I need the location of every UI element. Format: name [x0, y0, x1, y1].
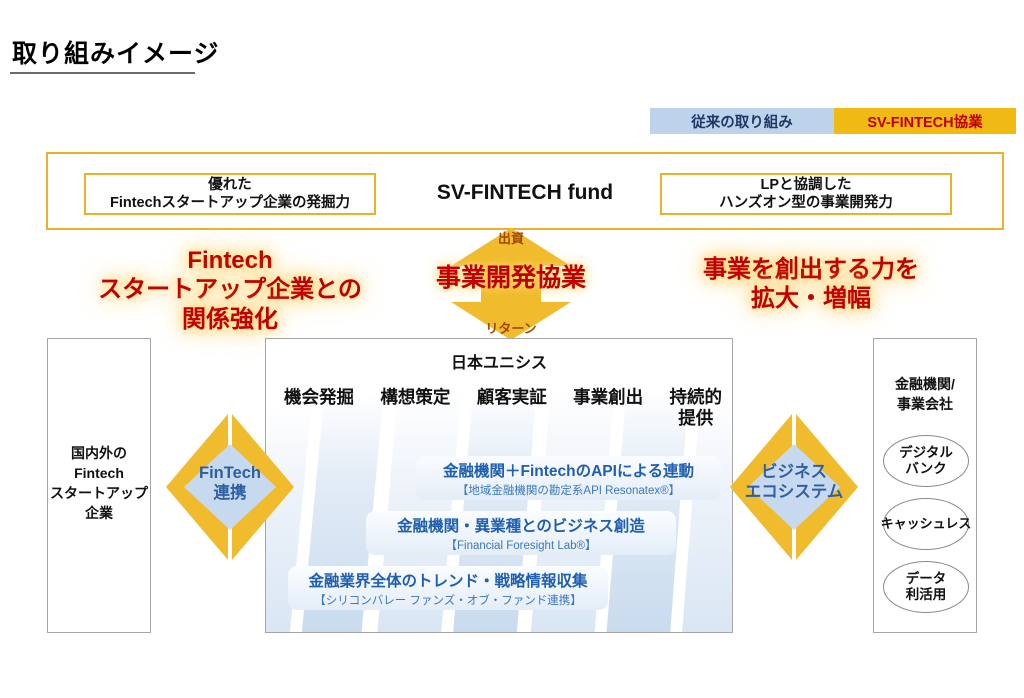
fund-strength-box-right: LPと協調した ハンズオン型の事業開発力	[660, 173, 952, 215]
stage-label-1: 構想策定	[380, 387, 450, 408]
h-right-line1: ビジネス	[761, 463, 827, 481]
headline-right: 事業を創出する力を 拡大・増幅	[666, 255, 956, 314]
oval-0-line1: デジタル	[899, 444, 953, 460]
oval-2-line2: 利活用	[905, 587, 947, 602]
stage-row: 機会発掘 構想策定 顧客実証 事業創出 持続的 提供	[284, 387, 722, 430]
legend: 従来の取り組み SV-FINTECH協業	[650, 108, 1016, 134]
title-underline	[10, 72, 195, 74]
horizontal-double-arrow-right-icon	[728, 398, 860, 576]
panel-right-label: 金融機関/ 事業会社	[874, 375, 976, 414]
headline-left-line2: スタートアップ企業との	[98, 276, 362, 304]
business-development-collab-text: 事業開発協業	[435, 264, 586, 292]
legend-conventional: 従来の取り組み	[650, 108, 834, 134]
stage-3-line1: 事業創出	[573, 387, 644, 407]
band-1-title: 金融機関・異業種とのビジネス創造	[397, 517, 645, 535]
h-right-line2: エコシステム	[744, 483, 844, 502]
fund-right-line2: ハンズオン型の事業開発力	[719, 195, 893, 211]
panel-left-line3: スタートアップ	[50, 484, 148, 501]
oval-0-line2: バンク	[905, 461, 947, 476]
headline-left-line1: Fintech	[187, 247, 273, 274]
fund-right-line1: LPと協調した	[760, 176, 852, 193]
band-0-title: 金融機関＋FintechのAPIによる連動	[443, 462, 694, 480]
fund-left-line1: 優れた	[208, 176, 252, 193]
arrow-label-investment: 出資	[497, 231, 524, 246]
horizontal-double-arrow-left-icon	[164, 398, 296, 576]
panel-left-label: 国内外の Fintech スタートアップ 企業	[48, 444, 150, 524]
oval-2-line1: データ	[905, 570, 947, 586]
fund-strength-box-left: 優れた Fintechスタートアップ企業の発掘力	[84, 173, 376, 215]
band-trend-info: 金融業界全体のトレンド・戦略情報収集 【シリコンバレー ファンズ・オブ・ファンド…	[288, 566, 608, 610]
headline-left-line3: 関係強化	[182, 305, 278, 333]
stage-4-line1: 持続的	[669, 387, 723, 407]
band-api-linkage: 金融機関＋FintechのAPIによる連動 【地域金融機関の勘定系API Res…	[416, 456, 721, 500]
band-2-sub: 【シリコンバレー ファンズ・オブ・ファンド連携】	[314, 594, 582, 607]
page-title: 取り組みイメージ	[12, 40, 220, 68]
headline-right-line1: 事業を創出する力を	[703, 256, 919, 283]
oval-digital-bank: デジタル バンク	[883, 435, 969, 487]
legend-sv-fintech: SV-FINTECH協業	[834, 108, 1016, 134]
stage-0-line1: 機会発掘	[284, 387, 354, 407]
h-left-line1: FinTech	[198, 464, 262, 482]
fund-banner: 優れた Fintechスタートアップ企業の発掘力 SV-FINTECH fund…	[46, 152, 1004, 230]
panel-left-line2: Fintech	[74, 464, 124, 481]
fund-title: SV-FINTECH fund	[436, 181, 614, 204]
fund-left-line2: Fintechスタートアップ企業の発掘力	[109, 195, 351, 211]
headline-left: Fintech スタートアップ企業との 関係強化	[70, 246, 390, 334]
stage-label-2: 顧客実証	[477, 387, 547, 408]
arrow-label-fintech-cooperation: FinTech 連携	[164, 463, 296, 503]
h-left-line2: 連携	[213, 484, 247, 503]
panel-right-line1: 金融機関/	[895, 376, 955, 392]
band-2-title: 金融業界全体のトレンド・戦略情報収集	[308, 572, 588, 590]
stage-2-line1: 顧客実証	[476, 387, 547, 407]
stage-label-4: 持続的 提供	[670, 387, 723, 430]
band-business-creation: 金融機関・異業種とのビジネス創造 【Financial Foresight La…	[366, 511, 676, 555]
band-0-sub: 【地域金融機関の勘定系API Resonatex®】	[456, 484, 681, 497]
oval-cashless: キャッシュレス	[880, 498, 972, 550]
panel-fintech-startups: 国内外の Fintech スタートアップ 企業	[47, 338, 151, 633]
center-panel-title: 日本ユニシス	[450, 355, 547, 372]
panel-right-line2: 事業会社	[897, 395, 953, 412]
panel-left-line1: 国内外の	[71, 445, 127, 461]
panel-financial-institutions: 金融機関/ 事業会社 デジタル バンク キャッシュレス データ 利活用	[873, 338, 977, 633]
stage-4-line2: 提供	[678, 408, 714, 429]
arrow-label-return: リターン	[485, 321, 537, 336]
vertical-double-arrow-icon	[437, 228, 585, 340]
band-1-sub: 【Financial Foresight Lab®】	[445, 539, 597, 552]
oval-data-utilization: データ 利活用	[883, 561, 969, 613]
stage-1-line1: 構想策定	[380, 387, 451, 407]
arrow-label-business-ecosystem: ビジネス エコシステム	[728, 462, 860, 502]
headline-right-line2: 拡大・増幅	[751, 285, 871, 313]
panel-nihon-unisys: 日本ユニシス 機会発掘 構想策定 顧客実証 事業創出 持続的 提供 金融機関＋F…	[265, 338, 733, 633]
panel-left-line4: 企業	[85, 504, 113, 521]
stage-label-0: 機会発掘	[284, 387, 354, 408]
stage-label-3: 事業創出	[573, 387, 643, 408]
oval-1-line1: キャッシュレス	[880, 516, 972, 532]
